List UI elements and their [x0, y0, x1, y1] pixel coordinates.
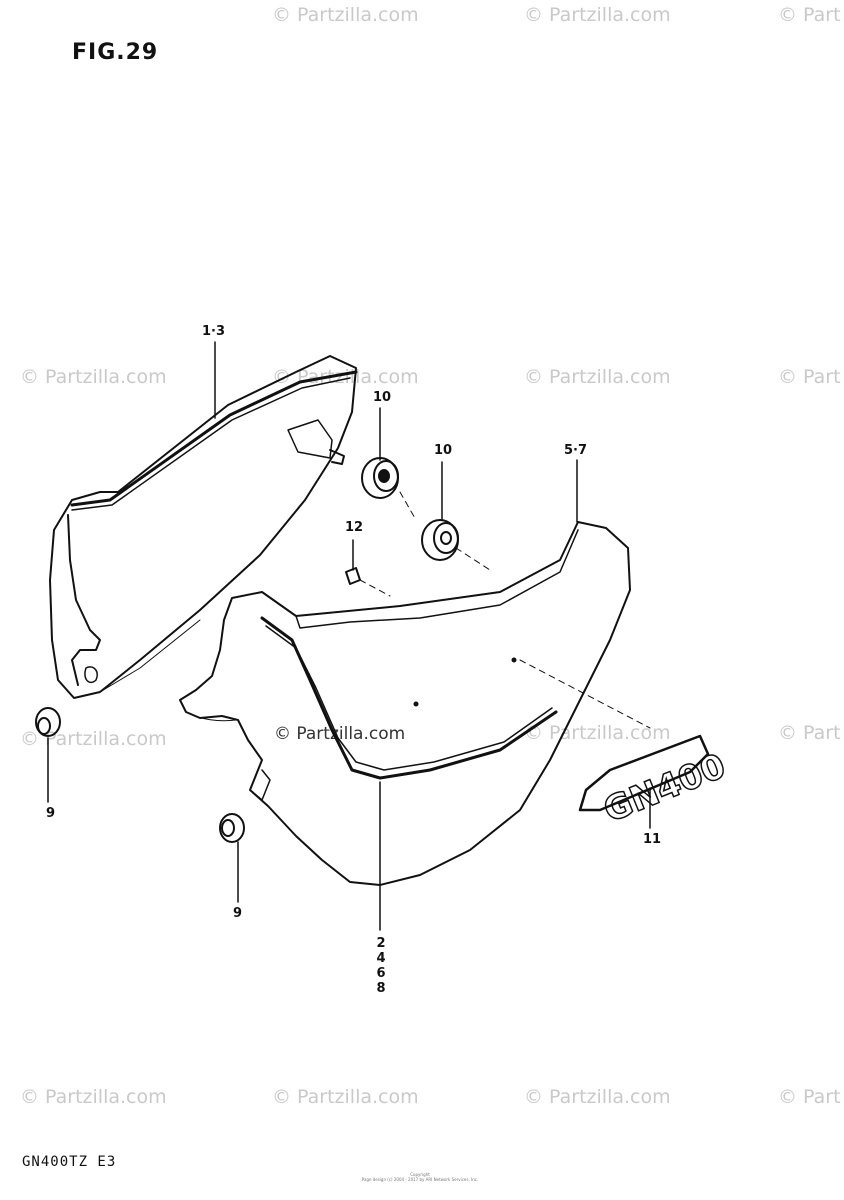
callout-9-lower: 9 [233, 906, 243, 921]
callout-11: 11 [643, 832, 662, 847]
emblem-text: GN400 [598, 746, 731, 831]
callout-5-7: 5·7 [564, 443, 588, 458]
callout-9-left: 9 [46, 806, 56, 821]
watermark: © Partzilla.com [272, 1086, 419, 1108]
callout-1-3: 1·3 [202, 324, 226, 339]
watermark: © Partzilla.com [524, 4, 671, 26]
watermark: © Partzilla.com [272, 4, 419, 26]
copyright-line1: Copyright [410, 1172, 430, 1177]
watermark: © Part [778, 722, 841, 744]
grommet-9-left [35, 707, 61, 737]
copyright-notice: Copyright Page design (c) 2004 - 2017 by… [360, 1172, 480, 1182]
grommet-10-upper [361, 457, 399, 499]
callout-2-4-6-8: 2 4 6 8 [375, 936, 387, 996]
watermark: © Partzilla.com [20, 728, 167, 750]
watermark: © Partzilla.com [20, 366, 167, 388]
watermark: © Part [778, 4, 841, 26]
watermark: © Partzilla.com [272, 366, 419, 388]
model-code: GN400TZ E3 [22, 1154, 117, 1170]
callout-4: 4 [376, 951, 386, 966]
callout-6: 6 [376, 966, 386, 981]
watermark: © Part [778, 366, 841, 388]
watermark: © Partzilla.com [524, 366, 671, 388]
side-cover-main [179, 521, 631, 886]
callout-10-lower: 10 [434, 443, 453, 458]
frame-cover-left [49, 355, 357, 699]
watermark: © Part [778, 1086, 841, 1108]
watermark: © Partzilla.com [524, 1086, 671, 1108]
callout-10-upper: 10 [373, 390, 392, 405]
callout-12: 12 [345, 520, 364, 535]
grommet-9-lower [219, 813, 245, 843]
emblem-11 [578, 734, 710, 812]
callout-2: 2 [376, 936, 386, 951]
figure-title: FIG.29 [72, 40, 159, 65]
copyright-line2: Page design (c) 2004 - 2017 by ARI Netwo… [361, 1177, 479, 1182]
callout-8: 8 [376, 981, 386, 996]
watermark-center: © Partzilla.com [274, 724, 406, 744]
grommet-10-lower [421, 519, 459, 561]
watermark: © Partzilla.com [20, 1086, 167, 1108]
